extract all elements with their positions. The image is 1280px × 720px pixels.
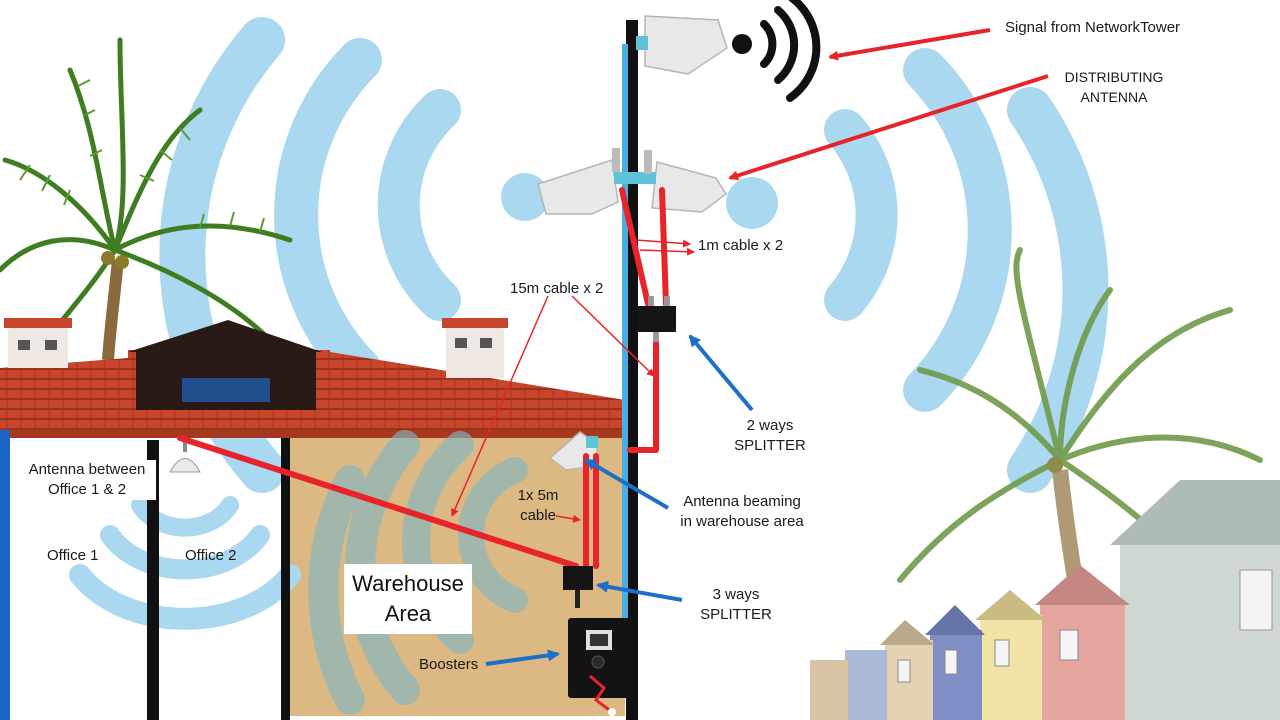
two-way-splitter-line2: SPLITTER	[734, 437, 806, 454]
office-1-label: Office 1	[47, 547, 99, 564]
cable-1m-label: 1m cable x 2	[698, 237, 784, 254]
warehouse-line2: Area	[384, 601, 432, 626]
red-thin-arrows	[451, 239, 695, 523]
left-wall-blue	[0, 430, 10, 720]
signal-from-tower-label: Signal from NetworkTower	[1005, 19, 1181, 36]
cable-5m-line2: cable	[520, 507, 556, 524]
red-cables	[177, 187, 669, 569]
row-houses	[810, 480, 1280, 720]
feed-cable-blue	[622, 44, 628, 624]
two-way-splitter-label: 2 ways SPLITTER	[730, 416, 810, 456]
wifi-signal-icon	[732, 0, 821, 102]
panel-antenna-icon	[636, 15, 728, 75]
antenna-beaming-label: Antenna beaming in warehouse area	[672, 492, 812, 532]
three-way-splitter-line1: 3 ways	[712, 586, 760, 603]
distributing-antenna-line2: ANTENNA	[1080, 89, 1148, 105]
three-way-splitter	[563, 566, 593, 608]
cable-15m-label: 15m cable x 2	[510, 280, 604, 297]
distributing-antenna-line1: DISTRIBUTING	[1064, 69, 1164, 85]
cable-5m-label: 1x 5m cable	[508, 486, 568, 526]
warehouse-left-wall	[281, 438, 290, 720]
antenna-between-line1: Antenna between	[28, 461, 146, 478]
palm-tree-left	[0, 37, 293, 361]
antenna-beaming-line2: in warehouse area	[680, 513, 804, 530]
distributing-antennas	[537, 148, 728, 215]
roof	[0, 318, 625, 438]
office-divider-wall	[147, 440, 159, 720]
red-pointer-arrows	[728, 28, 1049, 181]
warehouse-line1: Warehouse	[352, 571, 464, 596]
cable-5m-line1: 1x 5m	[517, 487, 559, 504]
three-way-splitter-line2: SPLITTER	[700, 606, 772, 623]
boosters-label: Boosters	[419, 656, 479, 673]
blue-pointer-arrows	[485, 334, 754, 666]
office-2-label: Office 2	[185, 547, 237, 564]
antenna-beaming-line1: Antenna beaming	[683, 493, 801, 510]
dome-antenna-icon	[169, 438, 201, 473]
three-way-splitter-label: 3 ways SPLITTER	[696, 585, 776, 625]
warehouse-area-label: Warehouse Area	[344, 564, 472, 634]
two-way-splitter	[638, 296, 676, 342]
antenna-between-line2: Office 1 & 2	[47, 481, 127, 498]
antenna-mast	[626, 20, 638, 720]
booster-unit	[568, 618, 632, 716]
antenna-between-offices-label: Antenna between Office 1 & 2	[18, 460, 156, 500]
two-way-splitter-line1: 2 ways	[746, 417, 794, 434]
distributing-antenna-label: DISTRIBUTING ANTENNA	[1060, 67, 1168, 107]
